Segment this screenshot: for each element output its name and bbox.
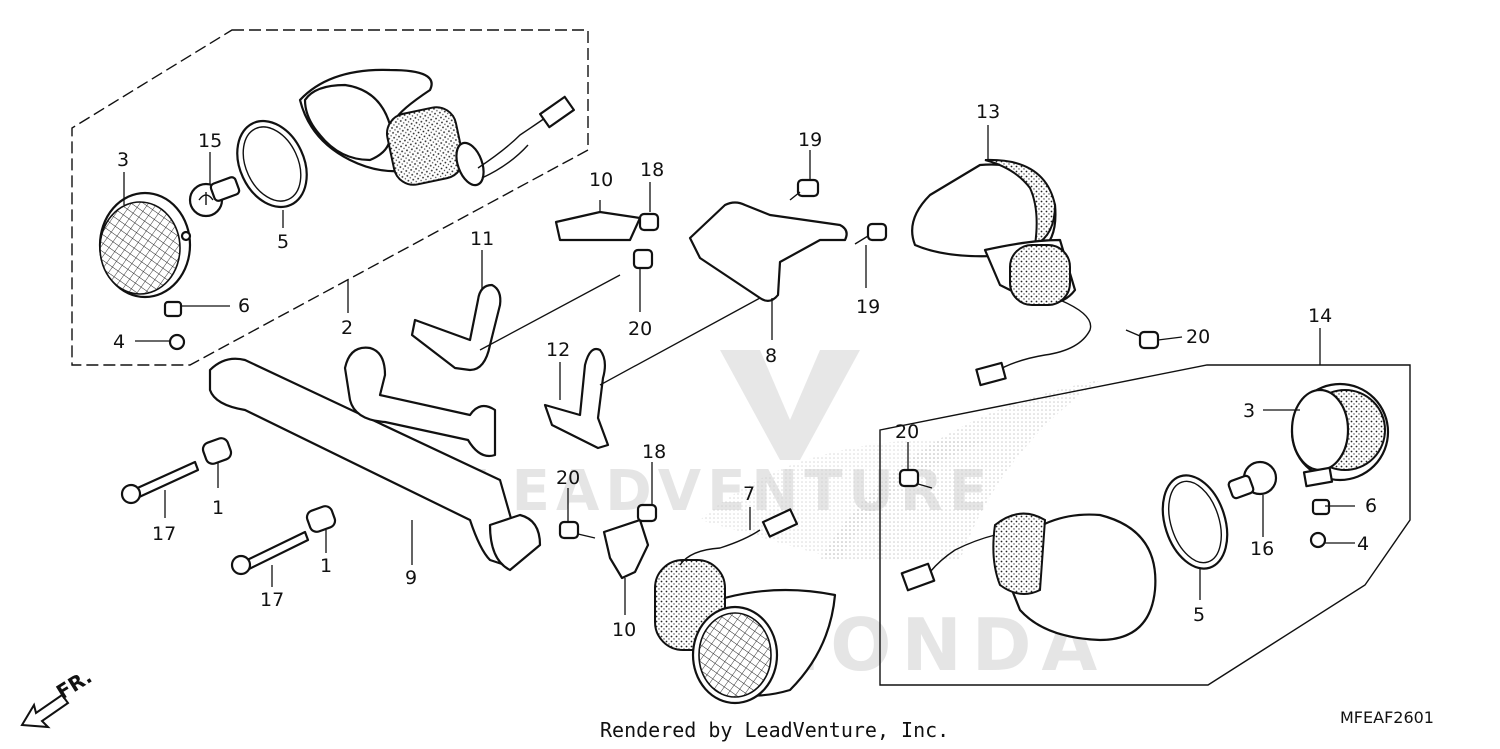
callout-3-left: 3: [117, 149, 129, 171]
mounting-bar: [208, 346, 542, 572]
right-assembly-box: [879, 364, 1411, 686]
callout-5-right: 5: [1193, 604, 1205, 626]
callout-20-mid: 20: [628, 318, 652, 340]
bulb-top: [188, 176, 241, 218]
diagram-code: MFEAF2601: [1340, 708, 1434, 727]
bolt-17-lower: [230, 530, 310, 576]
callout-1-upper: 1: [212, 497, 224, 519]
callout-6-left: 6: [238, 295, 250, 317]
upper-right-turn-signal: [911, 158, 1092, 387]
callout-9: 9: [405, 567, 417, 589]
callout-20-right: 20: [1186, 326, 1210, 348]
callout-16: 16: [1250, 538, 1274, 560]
callout-5-left: 5: [277, 231, 289, 253]
callout-8: 8: [765, 345, 777, 367]
bolt-20-bottom: [558, 520, 596, 540]
lower-right-housing: [900, 512, 1157, 642]
footer-credit: Rendered by LeadVenture, Inc.: [600, 718, 949, 742]
bracket-8: [688, 201, 848, 302]
callout-6-right: 6: [1365, 495, 1377, 517]
callout-2: 2: [341, 317, 353, 339]
screw-4-right: [1309, 531, 1327, 549]
callout-10-bottom: 10: [612, 619, 636, 641]
bracket-10-bottom: [602, 518, 650, 580]
leader-lines: [123, 125, 1355, 615]
bracket-11: [410, 283, 502, 372]
callout-18-bottom: 18: [642, 441, 666, 463]
left-assembly-box: [71, 29, 589, 366]
callout-20-bottom: 20: [556, 467, 580, 489]
callout-17-upper: 17: [152, 523, 176, 545]
screw-4-top: [168, 333, 186, 351]
bolt-18-bottom: [636, 503, 658, 523]
callout-labels: 3 15 5 6 4 2 11 10 18 20 19 19 8 12 13 2…: [113, 101, 1377, 641]
nut-6-right: [1311, 498, 1331, 516]
bolt-19-lower: [854, 222, 888, 245]
bolt-18-top: [638, 212, 660, 232]
front-direction-marker: FR.: [20, 664, 96, 729]
callout-7: 7: [743, 483, 755, 505]
nut-6-top: [163, 300, 183, 318]
callout-17-lower: 17: [260, 589, 284, 611]
callout-18-top: 18: [640, 159, 664, 181]
callout-20-center: 20: [895, 421, 919, 443]
lens-top: [98, 191, 192, 299]
lens-right: [1290, 382, 1390, 488]
collar-1-lower: [305, 505, 337, 533]
callout-3-right: 3: [1243, 400, 1255, 422]
bolt-17-upper: [120, 460, 200, 505]
bracket-10-top: [554, 210, 642, 242]
callout-4-left: 4: [113, 331, 125, 353]
callout-19-top: 19: [798, 129, 822, 151]
lower-center-turn-signal: [654, 508, 837, 705]
callout-4-right: 4: [1357, 533, 1369, 555]
rim-gasket-top: [236, 119, 308, 209]
bolt-20-mid: [632, 248, 654, 270]
bolt-20-center: [898, 468, 933, 489]
callout-10-top: 10: [589, 169, 613, 191]
watermark-text: LEADVENTURE: [470, 459, 993, 524]
callout-13: 13: [976, 101, 1000, 123]
callout-19-lower: 19: [856, 296, 880, 318]
bolt-19-upper: [789, 178, 820, 201]
callout-14: 14: [1308, 305, 1332, 327]
upper-left-turn-signal-housing: [298, 68, 575, 187]
callout-15: 15: [198, 130, 222, 152]
callout-11: 11: [470, 228, 494, 250]
bulb-right: [1227, 460, 1278, 500]
bracket-12: [543, 347, 610, 450]
callout-1-lower: 1: [320, 555, 332, 577]
watermark: LEADVENTURE HONDA: [470, 350, 1100, 687]
collar-1-upper: [201, 437, 233, 465]
bolt-20-right: [1125, 329, 1160, 350]
callout-12: 12: [546, 339, 570, 361]
